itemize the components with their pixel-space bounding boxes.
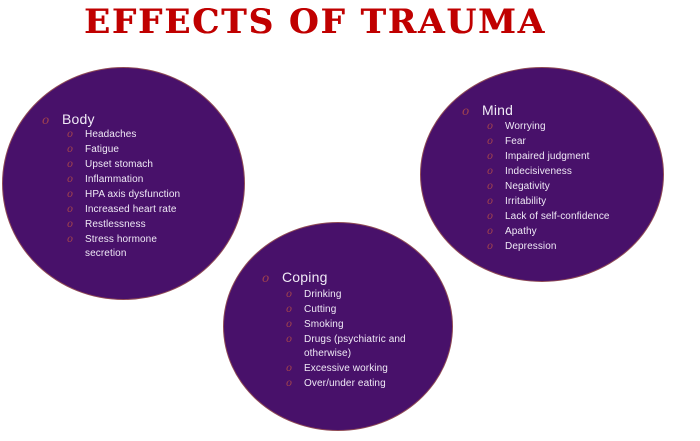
bullet-icon: o: [286, 289, 293, 300]
circle-mind-heading: o Mind: [462, 101, 513, 119]
bullet-icon: o: [67, 159, 74, 170]
list-item: o Cutting: [286, 303, 412, 317]
list-item: o Over/under eating: [286, 377, 412, 391]
list-item: o Stress hormone secretion: [67, 233, 193, 261]
bullet-icon: o: [67, 129, 74, 140]
bullet-icon: o: [67, 234, 74, 245]
bullet-icon: o: [487, 166, 494, 177]
list-item: o Lack of self-confidence: [487, 210, 613, 224]
bullet-icon: o: [487, 241, 494, 252]
list-item-label: Fatigue: [85, 144, 120, 155]
list-item-label: Stress hormone secretion: [85, 234, 157, 259]
bullet-icon: o: [487, 121, 494, 132]
list-item-label: Apathy: [505, 226, 537, 237]
list-item: o Depression: [487, 240, 613, 254]
list-item-label: Over/under eating: [304, 378, 386, 389]
list-item-label: Increased heart rate: [85, 204, 177, 215]
list-item: o Impaired judgment: [487, 150, 613, 164]
circle-body-title: Body: [62, 111, 95, 127]
bullet-icon: o: [487, 136, 494, 147]
list-item-label: Drinking: [304, 289, 342, 300]
list-item-label: Impaired judgment: [505, 151, 590, 162]
bullet-icon: o: [67, 189, 74, 200]
bullet-icon: o: [42, 113, 50, 127]
bullet-icon: o: [286, 319, 293, 330]
list-item-label: Restlessness: [85, 219, 146, 230]
list-item: o Upset stomach: [67, 158, 193, 172]
list-item: o Drinking: [286, 288, 412, 302]
list-item-label: Excessive working: [304, 363, 388, 374]
list-item-label: Upset stomach: [85, 159, 153, 170]
bullet-icon: o: [462, 104, 470, 118]
list-item-label: Fear: [505, 136, 526, 147]
list-item: o Fatigue: [67, 143, 193, 157]
bullet-icon: o: [262, 271, 270, 285]
slide-title: EFFECTS OF TRAUMA: [84, 2, 547, 42]
bullet-icon: o: [487, 151, 494, 162]
list-item: o Apathy: [487, 225, 613, 239]
bullet-icon: o: [487, 196, 494, 207]
list-item-label: Drugs (psychiatric and otherwise): [304, 334, 406, 359]
bullet-icon: o: [487, 211, 494, 222]
circle-coping-heading: o Coping: [262, 268, 328, 286]
list-item: o Worrying: [487, 120, 613, 134]
list-item-label: Cutting: [304, 304, 337, 315]
bullet-icon: o: [67, 219, 74, 230]
list-item-label: Indecisiveness: [505, 166, 572, 177]
list-item: o Restlessness: [67, 218, 193, 232]
bullet-icon: o: [286, 363, 293, 374]
list-item-label: Headaches: [85, 129, 137, 140]
list-item: o Inflammation: [67, 173, 193, 187]
circle-mind-title: Mind: [482, 102, 514, 118]
list-item: o Smoking: [286, 318, 412, 332]
circle-body-heading: o Body: [42, 110, 95, 128]
list-item: o Headaches: [67, 128, 193, 142]
bullet-icon: o: [67, 204, 74, 215]
bullet-icon: o: [487, 181, 494, 192]
list-item: o Fear: [487, 135, 613, 149]
list-item: o Irritability: [487, 195, 613, 209]
list-item-label: Lack of self-confidence: [505, 211, 610, 222]
list-item: o Increased heart rate: [67, 203, 193, 217]
list-item: o Drugs (psychiatric and otherwise): [286, 333, 412, 361]
list-item-label: Negativity: [505, 181, 550, 192]
circle-coping-title: Coping: [282, 269, 328, 285]
list-item: o Indecisiveness: [487, 165, 613, 179]
bullet-icon: o: [286, 304, 293, 315]
bullet-icon: o: [286, 334, 293, 345]
bullet-icon: o: [67, 144, 74, 155]
list-item-label: Inflammation: [85, 174, 144, 185]
list-item: o Negativity: [487, 180, 613, 194]
bullet-icon: o: [487, 226, 494, 237]
list-item-label: Smoking: [304, 319, 344, 330]
list-item-label: Irritability: [505, 196, 547, 207]
list-item-label: HPA axis dysfunction: [85, 189, 181, 200]
list-item-label: Depression: [505, 241, 557, 252]
list-item-label: Worrying: [505, 121, 546, 132]
list-item: o Excessive working: [286, 362, 412, 376]
bullet-icon: o: [67, 174, 74, 185]
list-item: o HPA axis dysfunction: [67, 188, 193, 202]
bullet-icon: o: [286, 378, 293, 389]
